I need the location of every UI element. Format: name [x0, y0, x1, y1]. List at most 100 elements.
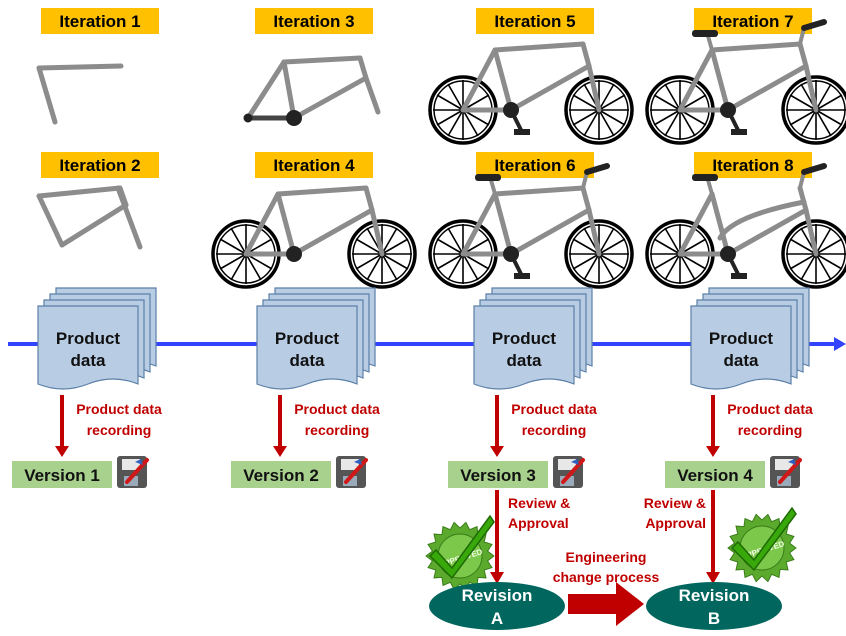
ecp-label-line1: Engineering: [566, 549, 647, 565]
version-label: Version 2: [243, 466, 319, 485]
pedal: [731, 273, 747, 279]
iteration-label-7: Iteration 7: [694, 8, 812, 34]
bike-iteration-5: [428, 41, 634, 145]
version-4: Version 4: [665, 456, 802, 488]
version-label: Version 4: [677, 466, 753, 485]
approved-seal-a: APPROVED: [425, 514, 495, 591]
iteration-label-bg: [255, 8, 373, 34]
handlebar: [801, 163, 827, 175]
doc-label-line1: Product: [709, 329, 774, 348]
doc-label-line1: Product: [56, 329, 121, 348]
doc-label-line2: data: [724, 351, 760, 370]
version-1: Version 1: [12, 456, 149, 488]
revision-ellipse: [429, 582, 565, 630]
doc-label-line2: data: [71, 351, 107, 370]
iteration-label-bg: [41, 152, 159, 178]
recording-arrowhead: [55, 446, 69, 457]
revision-label-line1: Revision: [679, 586, 750, 605]
version-box: [665, 461, 765, 488]
iteration-label-6: Iteration 6: [476, 152, 594, 178]
bike-iteration-6: [428, 163, 634, 289]
iteration-label-text: Iteration 6: [494, 156, 575, 175]
review-label-line2: Approval: [508, 515, 569, 531]
product-data-doc-4: Product data: [690, 287, 810, 390]
iteration-label-bg: [255, 152, 373, 178]
iteration-label-bg: [476, 152, 594, 178]
saddle: [692, 174, 718, 181]
revision-label-line2: B: [708, 609, 720, 628]
recording-label-line1: Product data: [727, 401, 813, 417]
product-data-doc-3: Product data: [473, 287, 593, 390]
iteration-label-bg: [694, 8, 812, 34]
review-label-line2: Approval: [645, 515, 706, 531]
pedal: [514, 129, 530, 135]
iteration-label-text: Iteration 3: [273, 12, 354, 31]
doc-page: [256, 305, 358, 390]
pedal: [514, 273, 530, 279]
pedal: [731, 129, 747, 135]
recording-arrowhead: [273, 446, 287, 457]
revision-label-line2: A: [491, 609, 503, 628]
recording-label-line2: recording: [738, 422, 803, 438]
iteration-label-text: Iteration 4: [273, 156, 355, 175]
rear-axle: [243, 113, 253, 123]
revision-label-line1: Revision: [462, 586, 533, 605]
iteration-label-1: Iteration 1: [41, 8, 159, 34]
bike-iteration-8: [645, 163, 846, 289]
version-box: [448, 461, 548, 488]
recording-step-4: Product data recording: [706, 395, 813, 457]
iteration-label-text: Iteration 8: [712, 156, 793, 175]
wheel-rim: [781, 75, 846, 145]
doc-label-line2: data: [507, 351, 543, 370]
handlebar: [801, 19, 827, 31]
iteration-label-bg: [476, 8, 594, 34]
version-box: [231, 461, 331, 488]
version-label: Version 1: [24, 466, 100, 485]
recording-step-1: Product data recording: [55, 395, 162, 457]
timeline-arrowhead: [834, 337, 846, 351]
recording-label-line2: recording: [87, 422, 152, 438]
version-label: Version 3: [460, 466, 536, 485]
iteration-label-3: Iteration 3: [255, 8, 373, 34]
crank: [286, 110, 302, 126]
saddle: [475, 174, 501, 181]
doc-label-line1: Product: [492, 329, 557, 348]
bike-iteration-3: [243, 55, 381, 126]
recording-label-line1: Product data: [294, 401, 380, 417]
ecp-arrow: [568, 582, 644, 626]
product-data-doc-1: Product data: [37, 287, 157, 390]
handlebar: [584, 163, 610, 175]
review-arrowhead: [706, 572, 720, 584]
doc-page: [37, 305, 139, 390]
recording-label-line2: recording: [305, 422, 370, 438]
wheel-rim: [564, 219, 634, 289]
bike-iteration-4: [211, 185, 417, 289]
recording-step-2: Product data recording: [273, 395, 380, 457]
iteration-label-bg: [41, 8, 159, 34]
doc-label-line2: data: [290, 351, 326, 370]
review-approval-b: Review & Approval: [644, 490, 720, 584]
wheel-rim: [781, 219, 846, 289]
review-arrowhead: [490, 572, 504, 584]
version-3: Version 3: [448, 456, 585, 488]
iteration-label-text: Iteration 7: [712, 12, 793, 31]
iteration-label-2: Iteration 2: [41, 152, 159, 178]
review-label-line1: Review &: [644, 495, 706, 511]
recording-arrowhead: [490, 446, 504, 457]
iteration-label-bg: [694, 152, 812, 178]
bike-iteration-1: [36, 63, 124, 125]
recording-label-line1: Product data: [76, 401, 162, 417]
review-approval-a: Review & Approval: [490, 490, 570, 584]
recording-label-line2: recording: [522, 422, 587, 438]
checkmark-icon: [428, 514, 495, 580]
review-label-line1: Review &: [508, 495, 570, 511]
version-2: Version 2: [231, 456, 368, 488]
iteration-label-text: Iteration 2: [59, 156, 140, 175]
